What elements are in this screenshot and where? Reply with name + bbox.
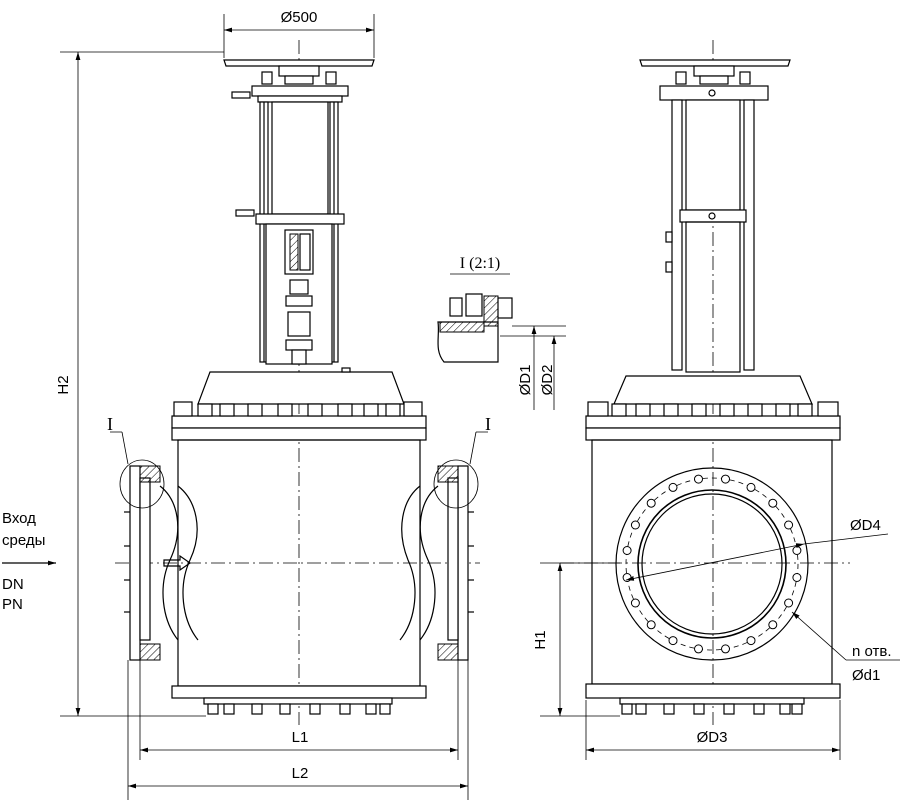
bolt-hole	[768, 498, 778, 508]
bolt-hole	[630, 598, 640, 608]
flow-in-label-2: среды	[2, 532, 45, 549]
side-bottom-bolts	[621, 703, 803, 715]
side-top-flange-bolts	[587, 401, 839, 417]
h2-label: H2	[55, 375, 72, 394]
detail-title: I (2:1)	[460, 255, 500, 272]
bolt-hole	[784, 598, 794, 608]
bolt-hole	[694, 644, 703, 654]
end-flange-studs	[124, 511, 474, 613]
bolt-hole	[694, 474, 703, 484]
holes-count-label: n отв.	[852, 643, 892, 660]
bolt-hole	[646, 620, 656, 630]
front-view	[2, 14, 488, 800]
h1-label: H1	[532, 630, 549, 649]
d4-label: ØD4	[850, 517, 881, 534]
bottom-flange-bolts	[203, 697, 393, 715]
bolt-hole	[746, 636, 756, 646]
bolt-hole	[721, 644, 730, 654]
bolt-hole	[768, 620, 778, 630]
dn-label: DN	[2, 576, 24, 593]
bolt-hole	[622, 546, 632, 555]
bolt-holes	[622, 474, 802, 654]
flow-in-label-1: Вход	[2, 510, 36, 527]
handwheel	[223, 59, 375, 85]
bolt-hole	[784, 520, 794, 530]
d3-label: ØD3	[697, 729, 728, 746]
bolt-hole	[721, 474, 730, 484]
bolt-hole	[792, 573, 802, 582]
bolt-hole	[792, 546, 802, 555]
detail-view	[437, 273, 566, 410]
detail-mark-right: I	[485, 414, 491, 434]
d1-label: ØD1	[517, 365, 534, 396]
d2-label: ØD2	[539, 365, 556, 396]
side-view	[540, 40, 900, 760]
top-flange-bolts	[173, 401, 423, 417]
pn-label: PN	[2, 596, 23, 613]
handwheel-diameter-label: Ø500	[281, 9, 318, 26]
bolt-hole	[668, 482, 678, 492]
bolt-hole	[746, 482, 756, 492]
l2-label: L2	[292, 765, 309, 782]
bolt-hole	[622, 573, 632, 582]
bolt-hole	[646, 498, 656, 508]
bolt-hole	[630, 520, 640, 530]
detail-mark-left: I	[107, 414, 113, 434]
hole-diameter-label: Ød1	[852, 667, 880, 684]
l1-label: L1	[292, 729, 309, 746]
bolt-hole	[668, 636, 678, 646]
